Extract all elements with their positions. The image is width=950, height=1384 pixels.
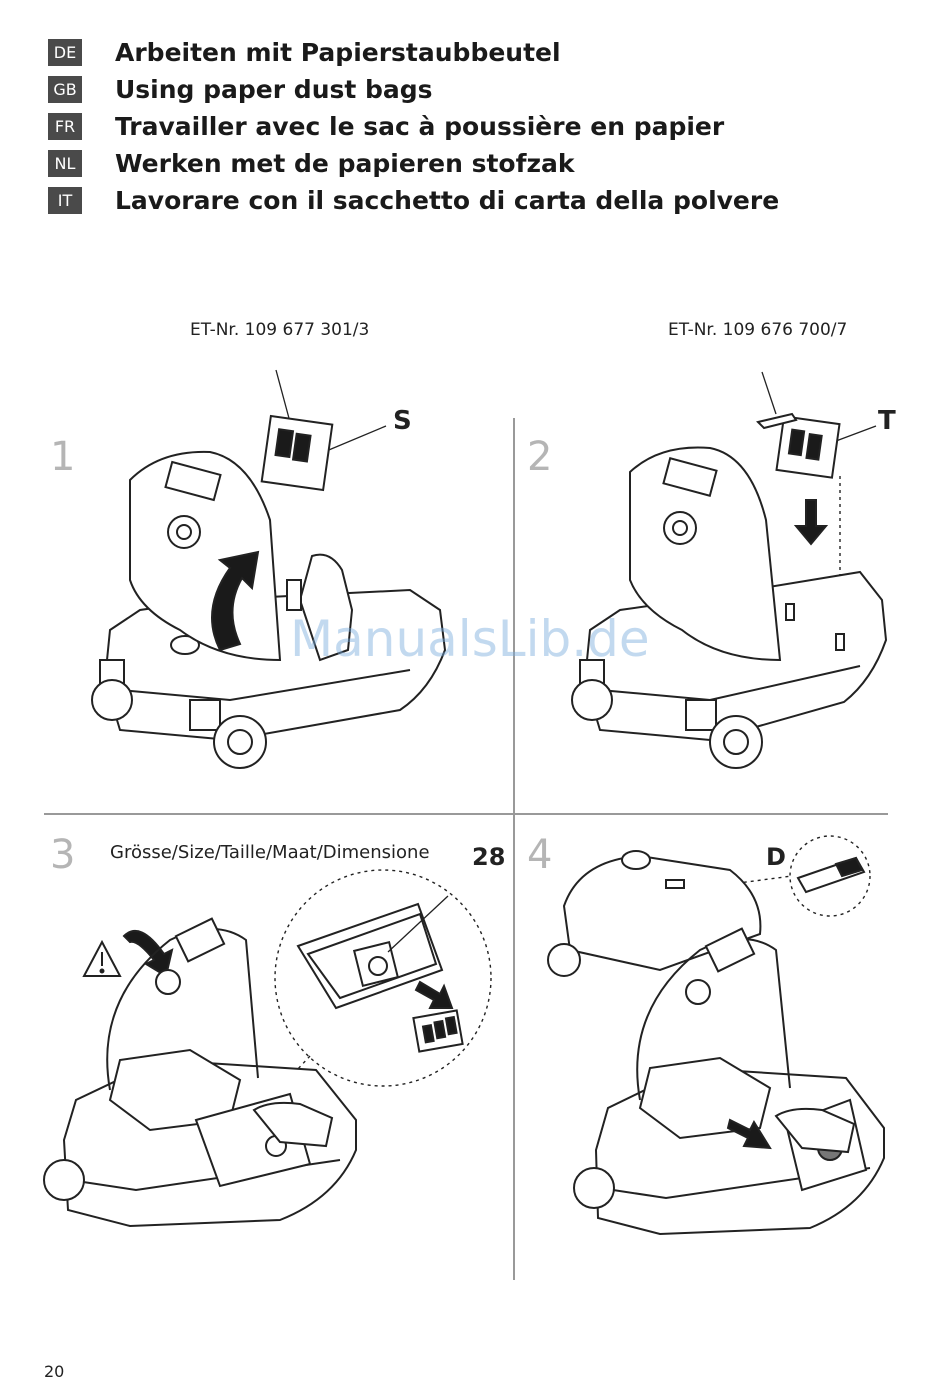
heading-title-it: Lavorare con il sacchetto di carta della… — [115, 186, 780, 215]
step-number-2: 2 — [527, 434, 553, 480]
heading-title-fr: Travailler avec le sac à poussière en pa… — [115, 112, 725, 141]
watermark: ManualsLib.de — [290, 610, 650, 668]
heading-row-gb: GB Using paper dust bags — [48, 71, 779, 108]
step-letter-t: T — [878, 406, 896, 436]
illustration-step-3 — [43, 869, 492, 1228]
part-number-right: ET-Nr. 109 676 700/7 — [668, 320, 848, 340]
language-badge-gb: GB — [48, 76, 82, 103]
step-number-3: 3 — [50, 832, 76, 878]
language-badge-nl: NL — [48, 150, 82, 177]
step-letter-d: D — [766, 843, 786, 871]
multilingual-headings: DE Arbeiten mit Papierstaubbeutel GB Usi… — [48, 34, 779, 219]
divider-vertical-bottom — [513, 815, 515, 1280]
illustration-step-4 — [547, 835, 885, 1236]
heading-row-it: IT Lavorare con il sacchetto di carta de… — [48, 182, 779, 219]
step-number-4: 4 — [527, 832, 553, 878]
language-badge-it: IT — [48, 187, 82, 214]
heading-row-de: DE Arbeiten mit Papierstaubbeutel — [48, 34, 779, 71]
part-number-left: ET-Nr. 109 677 301/3 — [190, 320, 370, 340]
language-badge-de: DE — [48, 39, 82, 66]
step-letter-s: S — [393, 406, 412, 436]
divider-horizontal — [44, 813, 888, 815]
heading-title-nl: Werken met de papieren stofzak — [115, 149, 575, 178]
language-badge-fr: FR — [48, 113, 82, 140]
heading-row-fr: FR Travailler avec le sac à poussière en… — [48, 108, 779, 145]
size-caption: Grösse/Size/Taille/Maat/Dimensione — [110, 842, 430, 863]
page-number: 20 — [44, 1362, 65, 1381]
step-number-1: 1 — [50, 434, 76, 480]
illustration-step-1 — [91, 369, 447, 769]
heading-title-de: Arbeiten mit Papierstaubbeutel — [115, 38, 561, 67]
divider-vertical-top — [513, 418, 515, 813]
illustration-step-2 — [571, 371, 888, 769]
heading-title-gb: Using paper dust bags — [115, 75, 433, 104]
bag-size-number: 28 — [472, 843, 506, 871]
heading-row-nl: NL Werken met de papieren stofzak — [48, 145, 779, 182]
